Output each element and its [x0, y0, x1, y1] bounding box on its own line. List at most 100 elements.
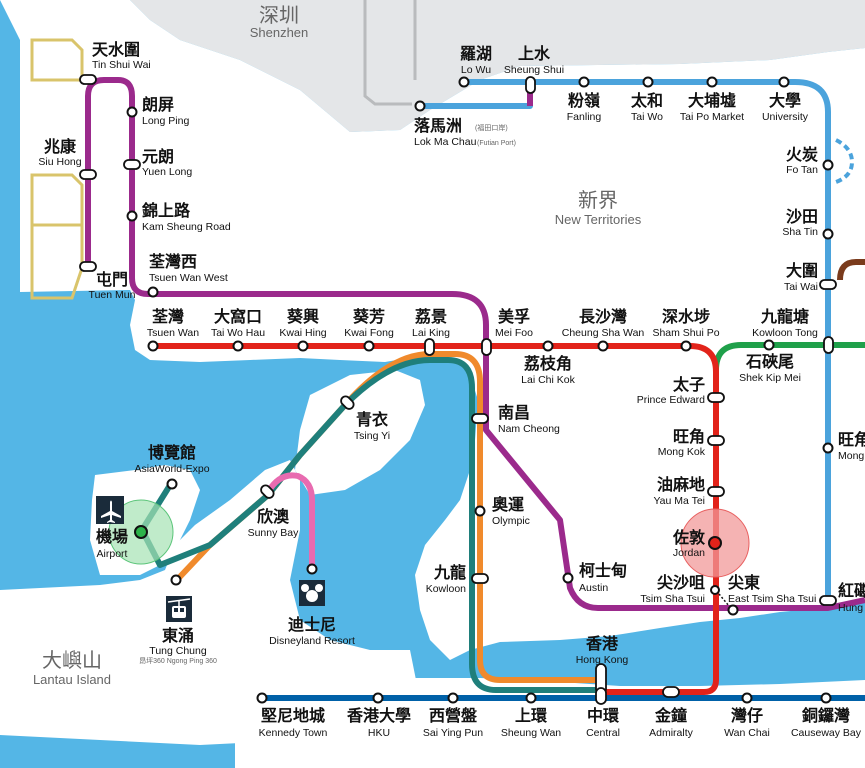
disney-mickey-icon: [299, 580, 325, 606]
station-marker-east-tsim-sha-tsui: [727, 604, 739, 616]
label-shek-kip-mei-zh: 石硤尾: [745, 352, 794, 371]
station-marker-lok-ma-chau: [414, 100, 426, 112]
label-lok-ma-chau-zh: 落馬洲: [414, 116, 462, 135]
label-sheung-shui-zh: 上水: [518, 44, 551, 63]
station-marker-tsuen-wan-west: [147, 286, 159, 298]
label-mong-kok-east-en: Mong: [838, 450, 864, 462]
label-hung-hom-zh: 紅磡: [838, 581, 865, 600]
station-marker-mei-foo: [481, 338, 492, 356]
label-kwai-hing-zh: 葵興: [287, 307, 319, 326]
label-shek-kip-mei-en: Shek Kip Mei: [739, 372, 801, 384]
label-airport-zh: 機場: [96, 527, 128, 546]
station-marker-lai-king: [424, 338, 435, 356]
label-kwai-fong-en: Kwai Fong: [344, 327, 394, 339]
label-lo-wu-zh: 羅湖: [460, 44, 492, 63]
shenzhen-lines: [363, 0, 417, 106]
station-marker-jordan: [708, 536, 722, 550]
label-ngong-ping-360: 昂坪360 Ngong Ping 360: [139, 657, 217, 665]
station-marker-sheung-wan: [525, 692, 537, 704]
tsing-yi-land: [295, 370, 425, 495]
label-sunny-bay-en: Sunny Bay: [248, 527, 300, 539]
label-austin-zh: 柯士甸: [579, 561, 627, 580]
label-disneyland-resort-en: Disneyland Resort: [269, 635, 355, 647]
station-marker-tuen-mun: [79, 261, 97, 272]
station-marker-kowloon: [471, 573, 489, 584]
station-marker-tung-chung: [170, 574, 182, 586]
label-tai-po-market-zh: 大埔墟: [688, 91, 736, 110]
station-marker-yuen-long: [123, 159, 141, 170]
station-marker-kam-sheung-road: [126, 210, 138, 222]
station-marker-airport: [134, 525, 148, 539]
label-nam-cheong-en: Nam Cheong: [498, 423, 560, 435]
label-jordan-zh: 佐敦: [672, 528, 706, 547]
station-marker-tai-wai: [819, 279, 837, 290]
label-admiralty-zh: 金鐘: [654, 706, 687, 725]
station-marker-shek-kip-mei: [763, 339, 775, 351]
label-fanling-en: Fanling: [567, 111, 602, 123]
station-marker-tin-shui-wai: [79, 74, 97, 85]
station-marker-sheung-shui: [525, 76, 536, 94]
label-jordan-en: Jordan: [673, 547, 705, 559]
label-cheung-sha-wan-en: Cheung Sha Wan: [562, 327, 645, 339]
station-marker-prince-edward: [707, 392, 725, 403]
label-airport-en: Airport: [97, 548, 128, 560]
label-sha-tin-zh: 沙田: [786, 207, 818, 226]
label-causeway-bay-zh: 銅鑼灣: [802, 706, 850, 725]
tuen-ma-line: [85, 77, 865, 611]
label-hong-kong-en: Hong Kong: [576, 654, 629, 666]
lantau-land: [0, 460, 420, 745]
label-tai-wai-zh: 大圍: [786, 261, 818, 280]
disneyland-resort-line: [265, 472, 315, 568]
label-fo-tan-zh: 火炭: [786, 145, 818, 164]
label-tsing-yi-en: Tsing Yi: [354, 430, 390, 442]
station-marker-tsuen-wan: [147, 340, 159, 352]
label-sunny-bay-zh: 欣澳: [257, 507, 290, 526]
label-tung-chung-zh: 東涌: [162, 626, 194, 645]
label-university-zh: 大學: [769, 91, 801, 110]
station-marker-sai-ying-pun: [447, 692, 459, 704]
station-marker-nam-cheong: [471, 413, 489, 424]
label-disneyland-resort-zh: 迪士尼: [288, 615, 336, 634]
label-mei-foo-zh: 美孚: [498, 307, 530, 326]
label-siu-hong-zh: 兆康: [44, 137, 77, 156]
label-sheung-shui-en: Sheung Shui: [504, 64, 564, 76]
label-east-tsim-sha-tsui-zh: 尖東: [728, 573, 760, 592]
airport-plane-icon: [96, 496, 124, 524]
label-sheung-wan-en: Sheung Wan: [501, 727, 561, 739]
station-marker-hku: [372, 692, 384, 704]
station-marker-tai-po-market: [706, 76, 718, 88]
label-university-en: University: [762, 111, 809, 123]
station-marker-university: [778, 76, 790, 88]
station-marker-lai-chi-kok: [542, 340, 554, 352]
label-lok-ma-chau-zh-sub: (福田口岸): [475, 123, 508, 132]
label-yau-ma-tei-en: Yau Ma Tei: [653, 495, 705, 507]
label-tsuen-wan-zh: 荃灣: [152, 307, 184, 326]
station-marker-fanling: [578, 76, 590, 88]
station-marker-mong-kok-east: [822, 442, 834, 454]
label-siu-hong-en: Siu Hong: [38, 156, 81, 168]
label-lai-king-zh: 荔景: [414, 307, 447, 326]
label-tai-wo-zh: 太和: [630, 91, 663, 110]
station-marker-yau-ma-tei: [707, 486, 725, 497]
label-yau-ma-tei-zh: 油麻地: [657, 475, 705, 494]
station-marker-long-ping: [126, 106, 138, 118]
station-marker-sunny-bay: [260, 484, 275, 499]
label-mei-foo-en: Mei Foo: [495, 327, 533, 339]
stations: [79, 74, 837, 705]
label-hung-hom-en: Hung: [838, 602, 863, 614]
station-marker-olympic: [474, 505, 486, 517]
label-tai-wai-en: Tai Wai: [784, 281, 818, 293]
label-nam-cheong-zh: 南昌: [498, 403, 530, 422]
station-marker-sha-tin: [822, 228, 834, 240]
label-tung-chung-en: Tung Chung: [149, 645, 207, 657]
label-prince-edward-zh: 太子: [672, 375, 705, 394]
label-kowloon-tong-zh: 九龍塘: [760, 307, 809, 326]
label-admiralty-en: Admiralty: [649, 727, 694, 739]
cable-car-icon: [166, 596, 192, 622]
station-marker-austin: [562, 572, 574, 584]
station-marker-hung-hom: [819, 595, 837, 606]
label-olympic-en: Olympic: [492, 515, 530, 527]
label-kowloon-zh: 九龍: [433, 563, 466, 582]
station-marker-cheung-sha-wan: [597, 340, 609, 352]
label-yuen-long-zh: 元朗: [142, 147, 174, 166]
